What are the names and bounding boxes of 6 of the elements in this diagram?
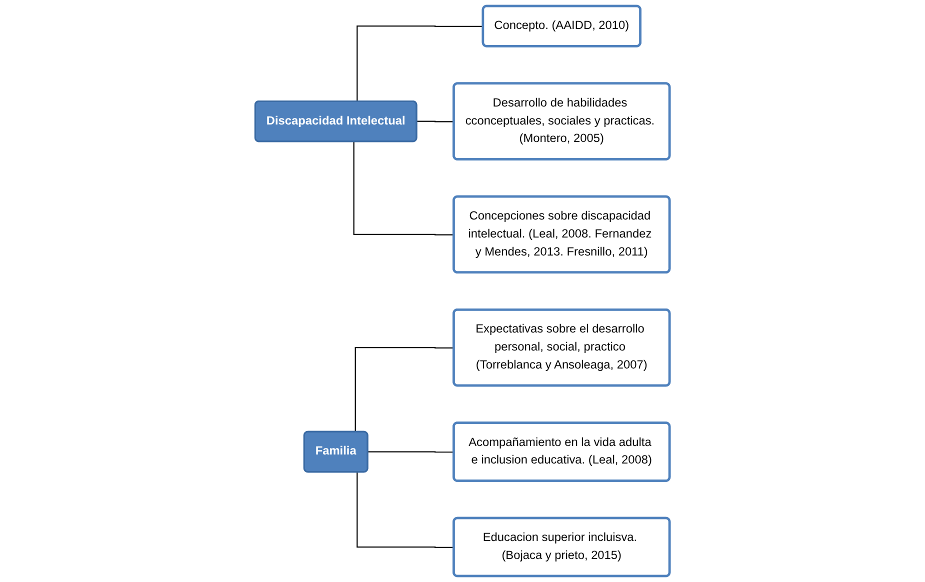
connector [416, 120, 454, 122]
connector [353, 142, 454, 236]
connector [356, 472, 454, 548]
connector [367, 451, 454, 453]
connector [354, 347, 454, 432]
connector [356, 26, 484, 102]
